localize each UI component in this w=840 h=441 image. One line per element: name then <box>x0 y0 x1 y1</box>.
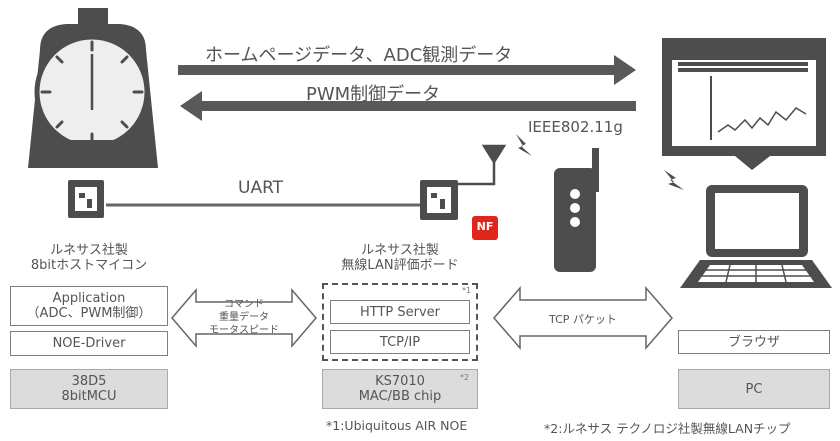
data-arrow-right <box>178 55 636 85</box>
wlan-board-caption: ルネサス社製 無線LAN評価ボード <box>322 243 478 273</box>
caption-line: 無線LAN評価ボード <box>341 258 459 273</box>
box-line: Application <box>52 291 126 306</box>
nf-badge-label: NF <box>476 220 494 233</box>
application-box: Application （ADC、PWM制御） <box>10 286 168 326</box>
pc-box: PC <box>678 369 830 409</box>
data-arrow-left <box>180 91 636 121</box>
tcp-double-arrow <box>493 285 673 351</box>
footnote-1: *1:Ubiquitous AIR NOE <box>326 418 468 433</box>
footnote-2: *2:ルネサス テクノロジ社製無線LANチップ <box>544 421 791 436</box>
host-mcu-caption: ルネサス社製 8bitホストマイコン <box>10 243 168 273</box>
caption-line: ルネサス社製 <box>50 243 128 258</box>
note-marker-1: *1 <box>462 286 472 295</box>
nf-badge <box>472 216 498 240</box>
signal-icon <box>664 170 684 190</box>
browser-box: ブラウザ <box>678 330 830 354</box>
top-arrow-label: ホームページデータ、ADC観測データ <box>205 45 513 66</box>
antenna-icon <box>458 144 507 186</box>
tcp-packet-label: TCP パケット <box>549 313 617 326</box>
noe-driver-box: NOE-Driver <box>10 331 168 356</box>
middle-arrow-label: PWM制御データ <box>306 84 441 105</box>
http-server-box: HTTP Server <box>330 300 470 324</box>
note-marker-2: *2 <box>460 373 470 382</box>
box-line: MAC/BB chip <box>358 389 442 404</box>
noe-dashed-group <box>322 283 478 361</box>
box-line: KS7010 <box>375 374 425 389</box>
wlan-board-chip-icon <box>420 180 458 220</box>
monitor-icon <box>662 38 826 170</box>
access-point-icon <box>554 148 599 272</box>
caption-line: ルネサス社製 <box>361 243 439 258</box>
link-line: 重量データ <box>219 312 269 323</box>
link-line: モータスピード <box>209 325 279 336</box>
scale-icon <box>28 8 158 168</box>
box-line: 38D5 <box>71 374 107 389</box>
link-line: コマンド <box>224 299 264 310</box>
command-link-label: コマンド 重量データ モータスピード <box>196 298 292 337</box>
ks7010-chip-box: KS7010 MAC/BB chip <box>322 369 478 409</box>
wifi-standard-label: IEEE802.11g <box>528 118 623 136</box>
host-mcu-chip-box: 38D5 8bitMCU <box>10 369 168 409</box>
box-line: 8bitMCU <box>61 389 117 404</box>
caption-line: 8bitホストマイコン <box>30 258 148 273</box>
host-mcu-chip-icon <box>68 180 104 218</box>
signal-icon <box>516 134 532 156</box>
tcp-ip-box: TCP/IP <box>330 330 470 354</box>
computer-icon <box>680 185 832 288</box>
uart-label: UART <box>238 178 284 198</box>
command-double-arrow <box>171 287 317 349</box>
box-line: （ADC、PWM制御） <box>26 306 152 321</box>
